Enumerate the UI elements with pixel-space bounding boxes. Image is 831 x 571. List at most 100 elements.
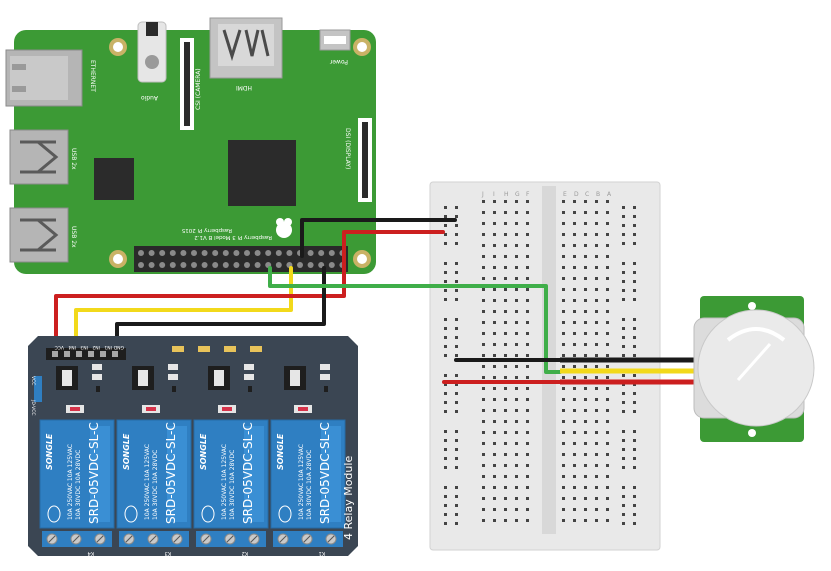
gpio-pin	[244, 250, 250, 256]
gpio-pin	[159, 262, 166, 268]
gpio-pin	[212, 250, 219, 256]
breadboard-hole	[455, 457, 458, 460]
breadboard-hole	[455, 298, 458, 301]
breadboard-hole	[504, 255, 507, 258]
breadboard-hole	[573, 409, 576, 412]
breadboard-hole	[584, 255, 587, 258]
gpio-pin	[254, 262, 261, 268]
breadboard-hole	[493, 200, 496, 203]
breadboard-hole	[573, 200, 576, 203]
breadboard-hole	[455, 383, 458, 386]
breadboard-hole	[633, 448, 636, 451]
breadboard-hole	[482, 255, 485, 258]
relay-header-pin	[112, 351, 118, 357]
breadboard-hole	[444, 298, 447, 301]
breadboard-hole	[444, 513, 447, 516]
breadboard-hole	[595, 409, 598, 412]
breadboard-hole	[482, 497, 485, 500]
breadboard-hole	[493, 299, 496, 302]
breadboard-hole	[584, 420, 587, 423]
breadboard-hole	[515, 200, 518, 203]
dsi-display-connector	[358, 118, 372, 202]
relay-brand-text: SONGLE	[45, 433, 54, 470]
bb-letter-g: G	[515, 191, 520, 198]
breadboard-hole	[622, 439, 625, 442]
relay-channel-4	[284, 364, 330, 413]
breadboard-hole	[455, 215, 458, 218]
breadboard-hole	[444, 448, 447, 451]
breadboard-hole	[482, 222, 485, 225]
breadboard-hole	[573, 321, 576, 324]
breadboard-hole	[504, 387, 507, 390]
breadboard-hole	[622, 262, 625, 265]
breadboard-hole	[515, 409, 518, 412]
breadboard-hole	[493, 321, 496, 324]
breadboard-hole	[633, 298, 636, 301]
relay-pin-gnd: GND	[113, 344, 124, 350]
breadboard-holes	[444, 200, 636, 525]
breadboard-hole	[504, 200, 507, 203]
breadboard-hole	[622, 280, 625, 283]
breadboard-hole	[515, 233, 518, 236]
usb-label-1: USB 2x	[70, 148, 77, 170]
breadboard-hole	[633, 289, 636, 292]
breadboard-hole	[584, 211, 587, 214]
breadboard-hole	[444, 439, 447, 442]
breadboard-hole	[606, 464, 609, 467]
breadboard-hole	[562, 211, 565, 214]
breadboard-hole	[584, 475, 587, 478]
breadboard-hole	[562, 200, 565, 203]
relay-model-text: SRD-05VDC-SL-C	[241, 422, 255, 524]
breadboard-hole	[633, 430, 636, 433]
breadboard-hole	[595, 332, 598, 335]
breadboard-hole	[584, 343, 587, 346]
breadboard-hole	[622, 318, 625, 321]
breadboard-hole	[584, 310, 587, 313]
breadboard-hole	[444, 271, 447, 274]
gpio-pin	[169, 250, 176, 256]
breadboard-hole	[595, 398, 598, 401]
breadboard-hole	[606, 376, 609, 379]
breadboard-hole	[562, 255, 565, 258]
breadboard-hole	[584, 288, 587, 291]
breadboard-hole	[573, 475, 576, 478]
breadboard-hole	[633, 215, 636, 218]
breadboard-hole	[504, 464, 507, 467]
breadboard-hole	[526, 420, 529, 423]
usb-port-2	[9, 207, 69, 263]
relay-brand-text: SONGLE	[122, 433, 131, 470]
relay-channel-3	[208, 364, 254, 413]
breadboard-hole	[444, 318, 447, 321]
breadboard-hole	[444, 430, 447, 433]
breadboard-hole	[595, 321, 598, 324]
breadboard-hole	[493, 332, 496, 335]
breadboard-hole	[515, 519, 518, 522]
relay-pin-in1: IN1	[104, 344, 112, 350]
breadboard-hole	[455, 242, 458, 245]
breadboard-hole	[482, 310, 485, 313]
breadboard-hole	[573, 519, 576, 522]
gpio-pin	[169, 262, 176, 268]
breadboard-hole	[444, 289, 447, 292]
breadboard-hole	[573, 266, 576, 269]
breadboard-hole	[515, 255, 518, 258]
breadboard-hole	[526, 222, 529, 225]
breadboard-hole	[526, 233, 529, 236]
breadboard-hole	[504, 420, 507, 423]
breadboard-hole	[482, 453, 485, 456]
relay-header-pin	[64, 351, 70, 357]
breadboard-hole	[515, 343, 518, 346]
breadboard-hole	[526, 354, 529, 357]
dsi-label: DSI (DISPLAY)	[344, 128, 351, 169]
breadboard-hole	[493, 464, 496, 467]
breadboard-hole	[606, 266, 609, 269]
breadboard-hole	[584, 387, 587, 390]
bb-letter-b: B	[596, 191, 600, 198]
breadboard-hole	[515, 376, 518, 379]
gpio-header	[134, 246, 348, 272]
relay-pin-in3: IN3	[80, 344, 88, 350]
breadboard-hole	[622, 513, 625, 516]
breadboard-hole	[515, 431, 518, 434]
breadboard-hole	[526, 211, 529, 214]
